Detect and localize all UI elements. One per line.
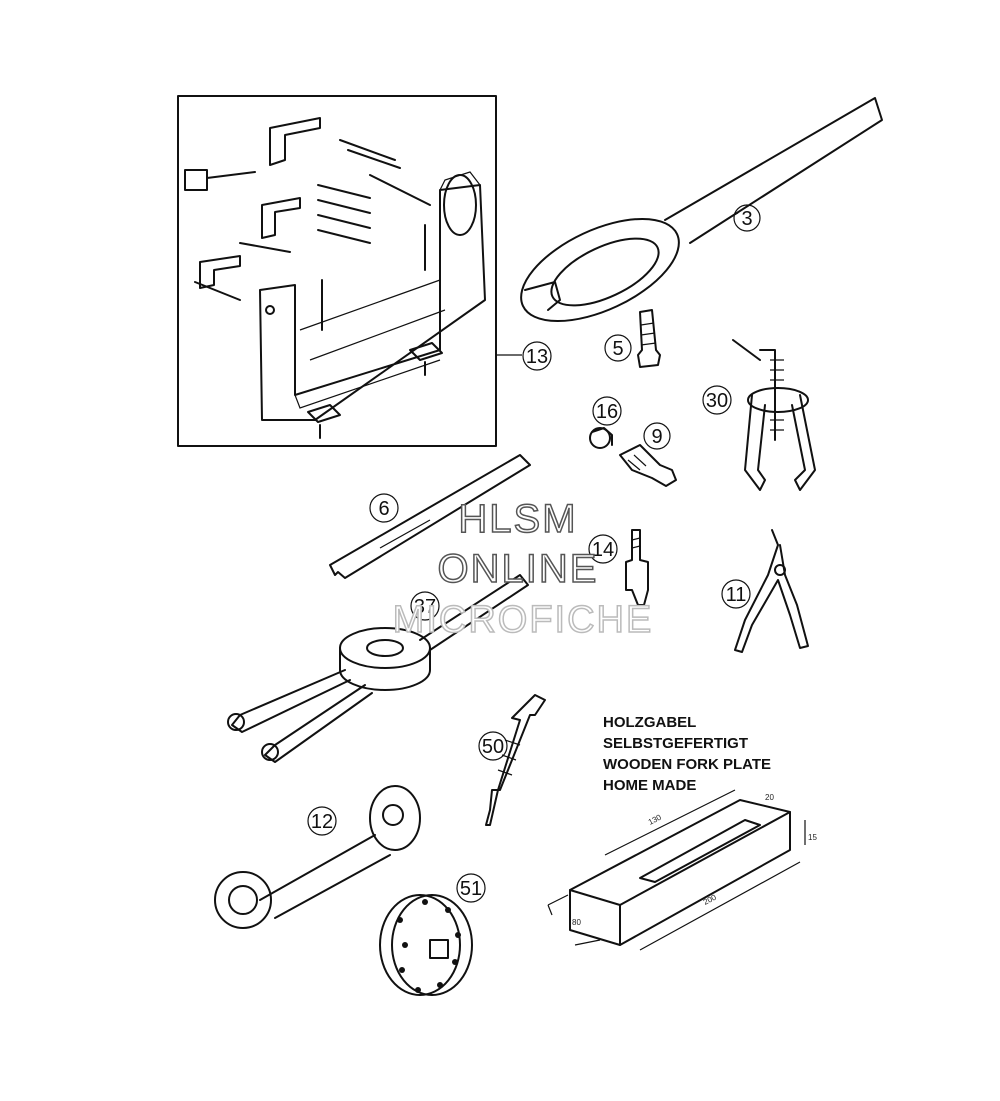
engine-stand-block xyxy=(184,169,208,191)
adapter-pin-group xyxy=(637,309,661,368)
callout-30: 30 xyxy=(702,385,732,415)
svg-text:16: 16 xyxy=(596,401,618,423)
engine-stand-bracket-1 xyxy=(269,117,321,166)
svg-text:51: 51 xyxy=(460,878,482,900)
adapter-pin xyxy=(637,309,661,368)
insert-tool-9 xyxy=(619,444,677,487)
note-line-4: HOME MADE xyxy=(603,777,697,794)
note-line-3: WOODEN FORK PLATE xyxy=(603,756,772,773)
holding-tool-group xyxy=(227,574,529,763)
dim-200: 200 xyxy=(702,892,718,906)
flat-lever-group xyxy=(329,454,531,579)
callout-16: 16 xyxy=(592,396,622,426)
wooden-block xyxy=(569,799,791,946)
holding-tool-arm-2 xyxy=(264,684,373,763)
callout-11: 11 xyxy=(721,579,751,609)
callout-14: 14 xyxy=(588,534,618,564)
puller-yoke xyxy=(747,387,809,413)
long-wrench-ring xyxy=(520,217,680,323)
flywheel-puller-group xyxy=(379,894,473,996)
dim-130: 130 xyxy=(647,812,663,826)
engine-stand-bracket-2 xyxy=(261,197,301,239)
dim-15: 15 xyxy=(808,833,817,842)
sleeve-16 xyxy=(589,427,611,449)
note-line-1: HOLZGABEL xyxy=(603,714,697,731)
note-line-2: SELBSTGEFERTIGT xyxy=(603,735,749,752)
svg-text:5: 5 xyxy=(612,338,623,360)
callout-37: 37 xyxy=(410,591,440,621)
three-jaw-puller-group xyxy=(732,339,816,491)
engine-stand-group xyxy=(177,95,522,447)
pin-wrench-group xyxy=(214,785,421,929)
puller-jaw-right xyxy=(791,394,816,491)
callout-50: 50 xyxy=(478,731,508,761)
engine-stand-frame-box xyxy=(177,95,497,447)
svg-text:12: 12 xyxy=(311,811,333,833)
callout-13: 13 xyxy=(522,341,552,371)
svg-text:13: 13 xyxy=(526,346,548,368)
holding-tool-bar xyxy=(419,574,529,651)
engine-stand-foot-2 xyxy=(409,342,443,361)
callout-12: 12 xyxy=(307,806,337,836)
callout-6: 6 xyxy=(369,493,399,523)
insert-tool-9-group xyxy=(619,444,677,487)
pin-tool-14-group xyxy=(625,529,649,606)
svg-text:50: 50 xyxy=(482,736,504,758)
engine-stand-side-plate xyxy=(443,174,477,236)
flat-lever xyxy=(329,454,531,579)
svg-text:9: 9 xyxy=(651,426,662,448)
long-wrench-handle xyxy=(664,97,883,244)
watermark-line-1: HLSM xyxy=(458,497,577,541)
fork-plate-note: HOLZGABEL SELBSTGEFERTIGT WOODEN FORK PL… xyxy=(603,712,771,796)
pin-tool-14 xyxy=(625,529,649,606)
svg-text:11: 11 xyxy=(726,584,747,606)
callout-5: 5 xyxy=(604,334,632,362)
svg-text:37: 37 xyxy=(414,596,436,618)
svg-text:30: 30 xyxy=(706,390,728,412)
watermark-line-3: MICROFICHE xyxy=(393,599,654,641)
wooden-block-group: 130 20 15 200 80 xyxy=(547,789,817,951)
callout-51: 51 xyxy=(456,873,486,903)
syringe-group xyxy=(485,694,546,826)
circlip-pliers-group xyxy=(734,529,809,653)
engine-stand-u-frame xyxy=(259,184,486,421)
callout-9: 9 xyxy=(643,422,671,450)
watermark: HLSM ONLINE MICROFICHE xyxy=(392,496,654,642)
watermark-line-2: ONLINE xyxy=(438,547,599,591)
dim-80: 80 xyxy=(572,918,581,927)
svg-text:14: 14 xyxy=(592,539,614,561)
long-wrench-group xyxy=(520,97,883,323)
holding-tool-arm-1 xyxy=(231,669,351,733)
flywheel-puller-disc xyxy=(379,894,461,996)
syringe xyxy=(485,694,546,826)
engine-stand-foot-1 xyxy=(307,404,341,423)
callout-3: 3 xyxy=(733,204,761,232)
dim-20: 20 xyxy=(765,793,774,802)
puller-jaw-left xyxy=(744,394,766,491)
callouts: 3 13 5 30 16 9 6 14 xyxy=(307,204,761,903)
svg-text:3: 3 xyxy=(741,208,752,230)
svg-text:6: 6 xyxy=(378,498,389,520)
engine-stand-bracket-3 xyxy=(199,255,241,289)
circlip-pliers xyxy=(734,529,809,653)
sleeve-16-group xyxy=(589,427,613,449)
pin-wrench xyxy=(259,834,391,919)
